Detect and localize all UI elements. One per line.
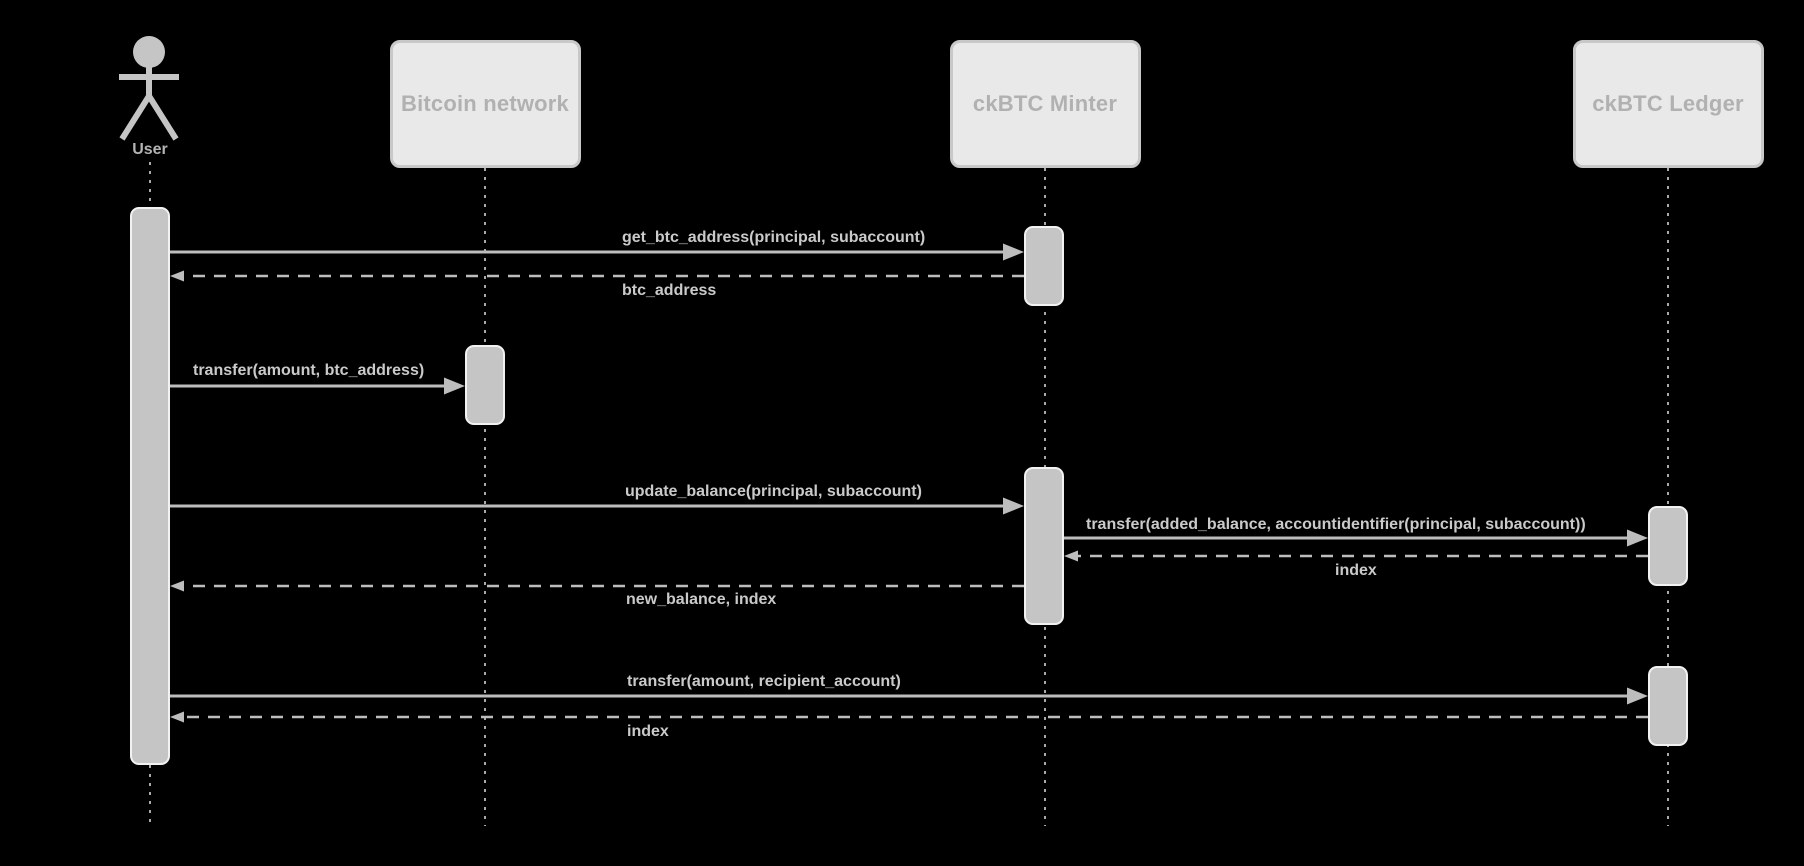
message-arrowhead-7 <box>1627 687 1648 705</box>
user-actor-icon-head <box>133 36 165 68</box>
activation-bar-user <box>130 207 170 765</box>
message-arrowhead-5 <box>1064 550 1078 562</box>
message-label-index-return-user: index <box>627 723 669 740</box>
message-label-transfer-added-balance: transfer(added_balance, accountidentifie… <box>1086 516 1586 533</box>
participant-label: Bitcoin network <box>400 91 569 116</box>
message-label-transfer-btc: transfer(amount, btc_address) <box>193 362 425 379</box>
message-label-btc-address-return: btc_address <box>622 282 717 299</box>
message-arrowhead-8 <box>170 711 184 723</box>
message-arrowhead-0 <box>1003 243 1024 261</box>
user-actor-icon-part <box>146 94 179 141</box>
participant-box-bitcoin-network: Bitcoin network <box>389 40 581 168</box>
message-label-new-balance-return: new_balance, index <box>626 591 777 608</box>
message-arrowhead-4 <box>1627 529 1648 547</box>
activation-bar-ledger-1 <box>1648 506 1688 586</box>
user-actor-icon-part <box>119 94 152 141</box>
participant-label: ckBTC Minter <box>972 91 1118 116</box>
actor-label-user: User <box>132 141 168 158</box>
message-label-transfer-recipient: transfer(amount, recipient_account) <box>627 673 901 690</box>
participant-box-ckbtc-minter: ckBTC Minter <box>949 40 1141 168</box>
message-label-get-btc-address: get_btc_address(principal, subaccount) <box>622 229 926 246</box>
message-arrowhead-1 <box>170 270 184 282</box>
participant-box-ckbtc-ledger: ckBTC Ledger <box>1572 40 1764 168</box>
activation-bar-minter-1 <box>1024 226 1064 306</box>
message-label-update-balance: update_balance(principal, subaccount) <box>625 483 922 500</box>
activation-bar-ledger-2 <box>1648 666 1688 746</box>
message-label-index-return-minter: index <box>1335 562 1377 579</box>
activation-bar-minter-2 <box>1024 467 1064 625</box>
activation-bar-bitcoin <box>465 345 505 425</box>
message-arrowhead-2 <box>444 377 465 395</box>
message-arrowhead-3 <box>1003 497 1024 515</box>
participant-label: ckBTC Ledger <box>1592 91 1744 116</box>
message-arrowhead-6 <box>170 580 184 592</box>
